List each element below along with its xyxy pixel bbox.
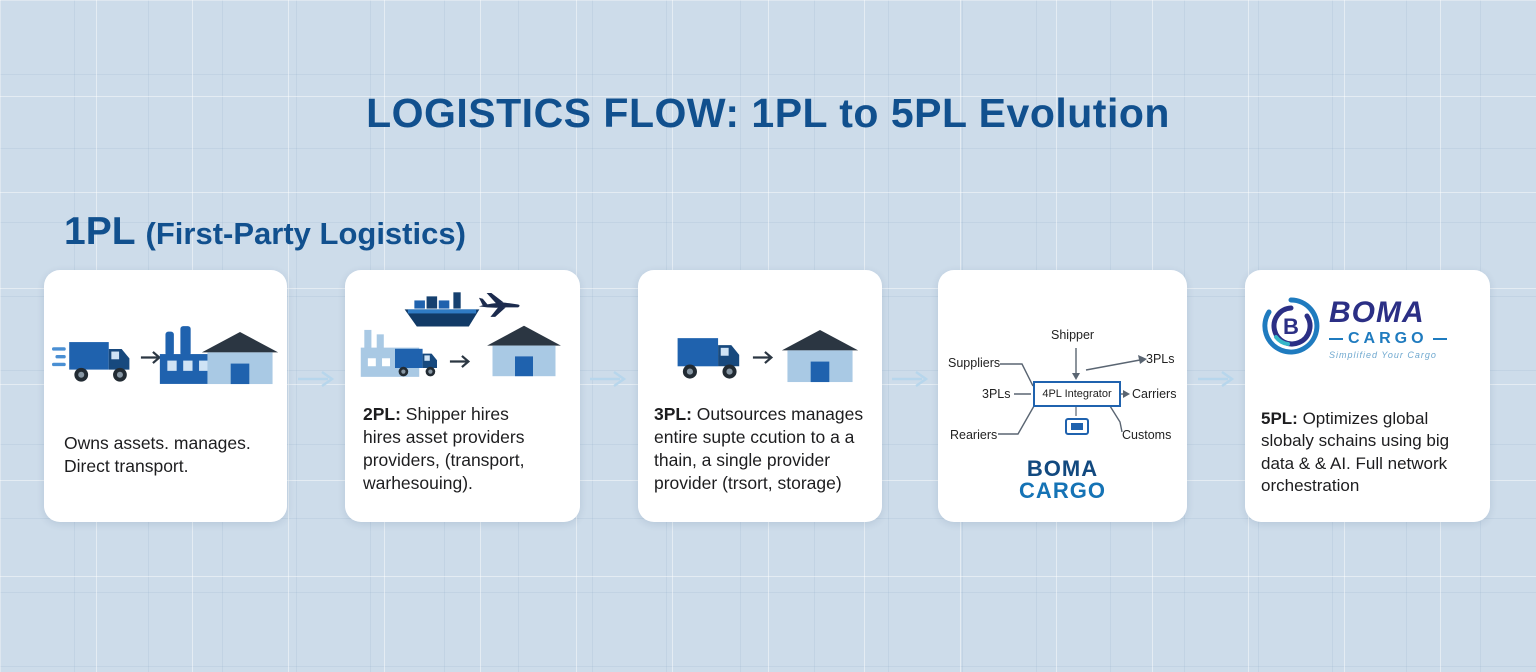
- card-4pl: Shipper Suppliers 3PLs Reariers 4PL Inte…: [938, 270, 1187, 522]
- card-2pl-label: 2PL:: [363, 404, 401, 424]
- card-3pl-label: 3PL:: [654, 404, 692, 424]
- arrow-icon: [140, 350, 164, 366]
- card-3pl-text: Outsources manages entire supte ccution …: [654, 404, 864, 494]
- warehouse-icon: [485, 324, 563, 380]
- boma-cargo-logo-line1: BOMA: [1329, 296, 1425, 329]
- network-node-suppliers: Suppliers: [948, 356, 1001, 370]
- section-heading-rest: (First-Party Logistics): [145, 216, 466, 251]
- card-1pl: Owns assets. manages. Direct transport.: [44, 270, 287, 522]
- card-1pl-text: Owns assets. manages. Direct transport.: [64, 433, 251, 477]
- logo-rule-right: [1432, 338, 1447, 340]
- network-node-4pl-integrator: 4PL Integrator: [1033, 381, 1121, 407]
- network-node-customs: Customs: [1122, 428, 1172, 442]
- flow-arrow-3-4: [890, 368, 934, 390]
- section-heading-strong: 1PL: [64, 210, 136, 253]
- boma-emblem-icon: B: [1261, 296, 1321, 356]
- network-node-3pls-left: 3PLs: [982, 387, 1011, 401]
- cargo-ship-icon: [403, 292, 481, 332]
- card-3pl-description: 3PL: Outsources manages entire supte ccu…: [654, 403, 872, 495]
- card-5pl-text: Optimizes global slobaly schains using b…: [1261, 409, 1450, 496]
- boma-cargo-logo-line2: CARGO: [1348, 330, 1428, 347]
- boma-cargo-logo: BOMA CARGO: [938, 456, 1187, 504]
- network-node-shipper: Shipper: [1051, 328, 1095, 342]
- warehouse-icon: [200, 330, 280, 386]
- boma-monogram: B: [1283, 314, 1299, 339]
- arrow-icon: [752, 350, 776, 366]
- card-5pl: B BOMA CARGO Simplified Your Cargo 5PL: …: [1245, 270, 1490, 522]
- card-5pl-label: 5PL:: [1261, 409, 1298, 428]
- truck-icon: [383, 344, 443, 382]
- network-node-3pls-right: 3PLs: [1146, 352, 1175, 366]
- arrow-icon: [449, 354, 473, 370]
- network-node-reariers: Reariers: [950, 428, 998, 442]
- section-heading: 1PL (First-Party Logistics): [64, 210, 466, 254]
- boma-cargo-logo-line2: CARGO: [1019, 478, 1106, 504]
- logo-rule-left: [1329, 338, 1343, 340]
- boma-cargo-logo-line2-row: CARGO: [1329, 331, 1447, 347]
- truck-icon: [660, 330, 748, 388]
- boma-cargo-logo-line1: BOMA: [1026, 456, 1099, 481]
- device-icon: [1064, 417, 1090, 439]
- card-2pl-description: 2PL: Shipper hires hires asset providers…: [363, 403, 570, 495]
- airplane-icon: [478, 290, 522, 320]
- card-5pl-description: 5PL: Optimizes global slobaly schains us…: [1261, 408, 1480, 498]
- card-1pl-description: Owns assets. manages. Direct transport.: [64, 432, 277, 478]
- flow-arrow-2-3: [588, 368, 632, 390]
- card-2pl: 2PL: Shipper hires hires asset providers…: [345, 270, 580, 522]
- card-2pl-text: Shipper hires hires asset providers prov…: [363, 404, 525, 494]
- boma-cargo-tagline: Simplified Your Cargo: [1329, 350, 1437, 360]
- flow-arrow-4-5: [1196, 368, 1240, 390]
- card-3pl: 3PL: Outsources manages entire supte ccu…: [638, 270, 882, 522]
- flow-arrow-1-2: [296, 368, 340, 390]
- warehouse-icon: [780, 328, 860, 386]
- truck-icon: [52, 334, 138, 388]
- page-title: LOGISTICS FLOW: 1PL to 5PL Evolution: [366, 90, 1170, 136]
- boma-cargo-logo: BOMA CARGO Simplified Your Cargo: [1329, 298, 1447, 360]
- network-node-carriers: Carriers: [1132, 387, 1177, 401]
